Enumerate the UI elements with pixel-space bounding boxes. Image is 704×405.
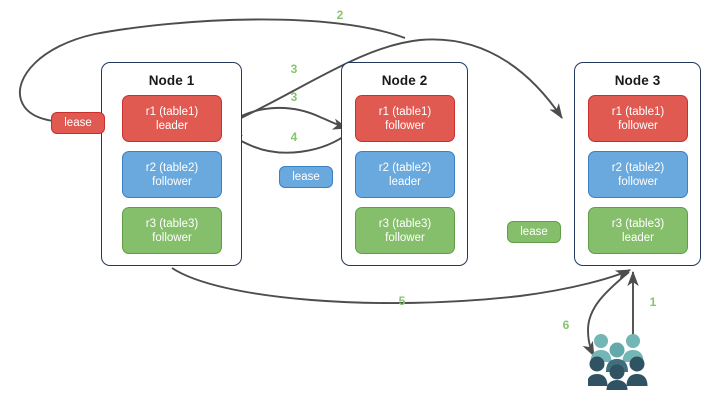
replica-name: r2 (table2): [378, 161, 432, 174]
replica-r1: r1 (table1) follower: [588, 95, 688, 142]
replica-role: follower: [152, 231, 192, 244]
replica-r2: r2 (table2) follower: [588, 151, 688, 198]
replica-r1: r1 (table1) leader: [122, 95, 222, 142]
replica-name: r3 (table3): [611, 217, 665, 230]
step-label-3a: 3: [290, 62, 298, 76]
lease-badge-r2[interactable]: lease: [279, 166, 333, 188]
replica-name: r3 (table3): [378, 217, 432, 230]
replica-role: follower: [618, 175, 658, 188]
replica-r3: r3 (table3) leader: [588, 207, 688, 254]
node-card-2[interactable]: Node 2 r1 (table1) follower r2 (table2) …: [341, 62, 468, 266]
step-label-2: 2: [336, 8, 344, 22]
lease-badge-r1[interactable]: lease: [51, 112, 105, 134]
replica-name: r1 (table1): [611, 105, 665, 118]
step-label-3b: 3: [290, 90, 298, 104]
replica-name: r1 (table1): [145, 105, 199, 118]
replica-name: r2 (table2): [611, 161, 665, 174]
replica-r3: r3 (table3) follower: [122, 207, 222, 254]
node-card-1[interactable]: Node 1 r1 (table1) leader r2 (table2) fo…: [101, 62, 242, 266]
replica-name: r3 (table3): [145, 217, 199, 230]
node-card-3[interactable]: Node 3 r1 (table1) follower r2 (table2) …: [574, 62, 701, 266]
replica-role: follower: [618, 119, 658, 132]
node-title: Node 3: [614, 73, 661, 88]
replica-role: leader: [622, 231, 654, 244]
replica-name: r2 (table2): [145, 161, 199, 174]
replica-role: follower: [385, 119, 425, 132]
replica-role: follower: [152, 175, 192, 188]
node-title: Node 1: [148, 73, 195, 88]
step-label-4: 4: [290, 130, 298, 144]
replica-r2: r2 (table2) leader: [355, 151, 455, 198]
replica-role: leader: [156, 119, 188, 132]
step-label-6: 6: [562, 318, 570, 332]
replica-role: follower: [385, 231, 425, 244]
replica-name: r1 (table1): [378, 105, 432, 118]
replica-role: leader: [389, 175, 421, 188]
replica-r1: r1 (table1) follower: [355, 95, 455, 142]
lease-badge-r3[interactable]: lease: [507, 221, 561, 243]
replica-r3: r3 (table3) follower: [355, 207, 455, 254]
replica-r2: r2 (table2) follower: [122, 151, 222, 198]
node-title: Node 2: [381, 73, 428, 88]
step-label-1: 1: [649, 295, 657, 309]
users-group-icon: [588, 334, 648, 390]
step-label-5: 5: [398, 294, 406, 308]
